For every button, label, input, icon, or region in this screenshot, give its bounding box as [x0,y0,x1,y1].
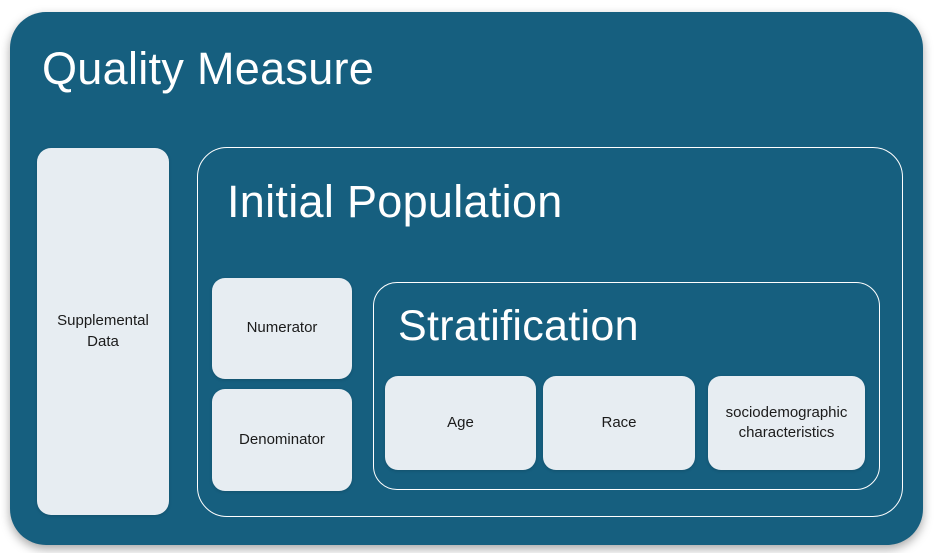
stratification-item-sociodemographic-label: sociodemographic characteristics [725,403,848,441]
supplemental-data-label: Supplemental Data [57,312,149,350]
stratification-item-age: Age [385,376,536,470]
numerator-label: Numerator [246,319,318,337]
initial-population-title: Initial Population [227,176,563,227]
supplemental-data-box: Supplemental Data [37,148,169,515]
denominator-box: Denominator [212,389,352,491]
stratification-item-race-label: Race [601,413,637,431]
stratification-item-sociodemographic: sociodemographic characteristics [708,376,865,470]
stratification-item-race: Race [543,376,695,470]
denominator-label: Denominator [239,430,325,448]
quality-measure-title: Quality Measure [42,43,375,94]
numerator-box: Numerator [212,278,352,379]
stratification-box [373,282,880,490]
stratification-item-age-label: Age [447,413,474,431]
initial-population-box [197,147,903,517]
stratification-title: Stratification [398,302,639,350]
